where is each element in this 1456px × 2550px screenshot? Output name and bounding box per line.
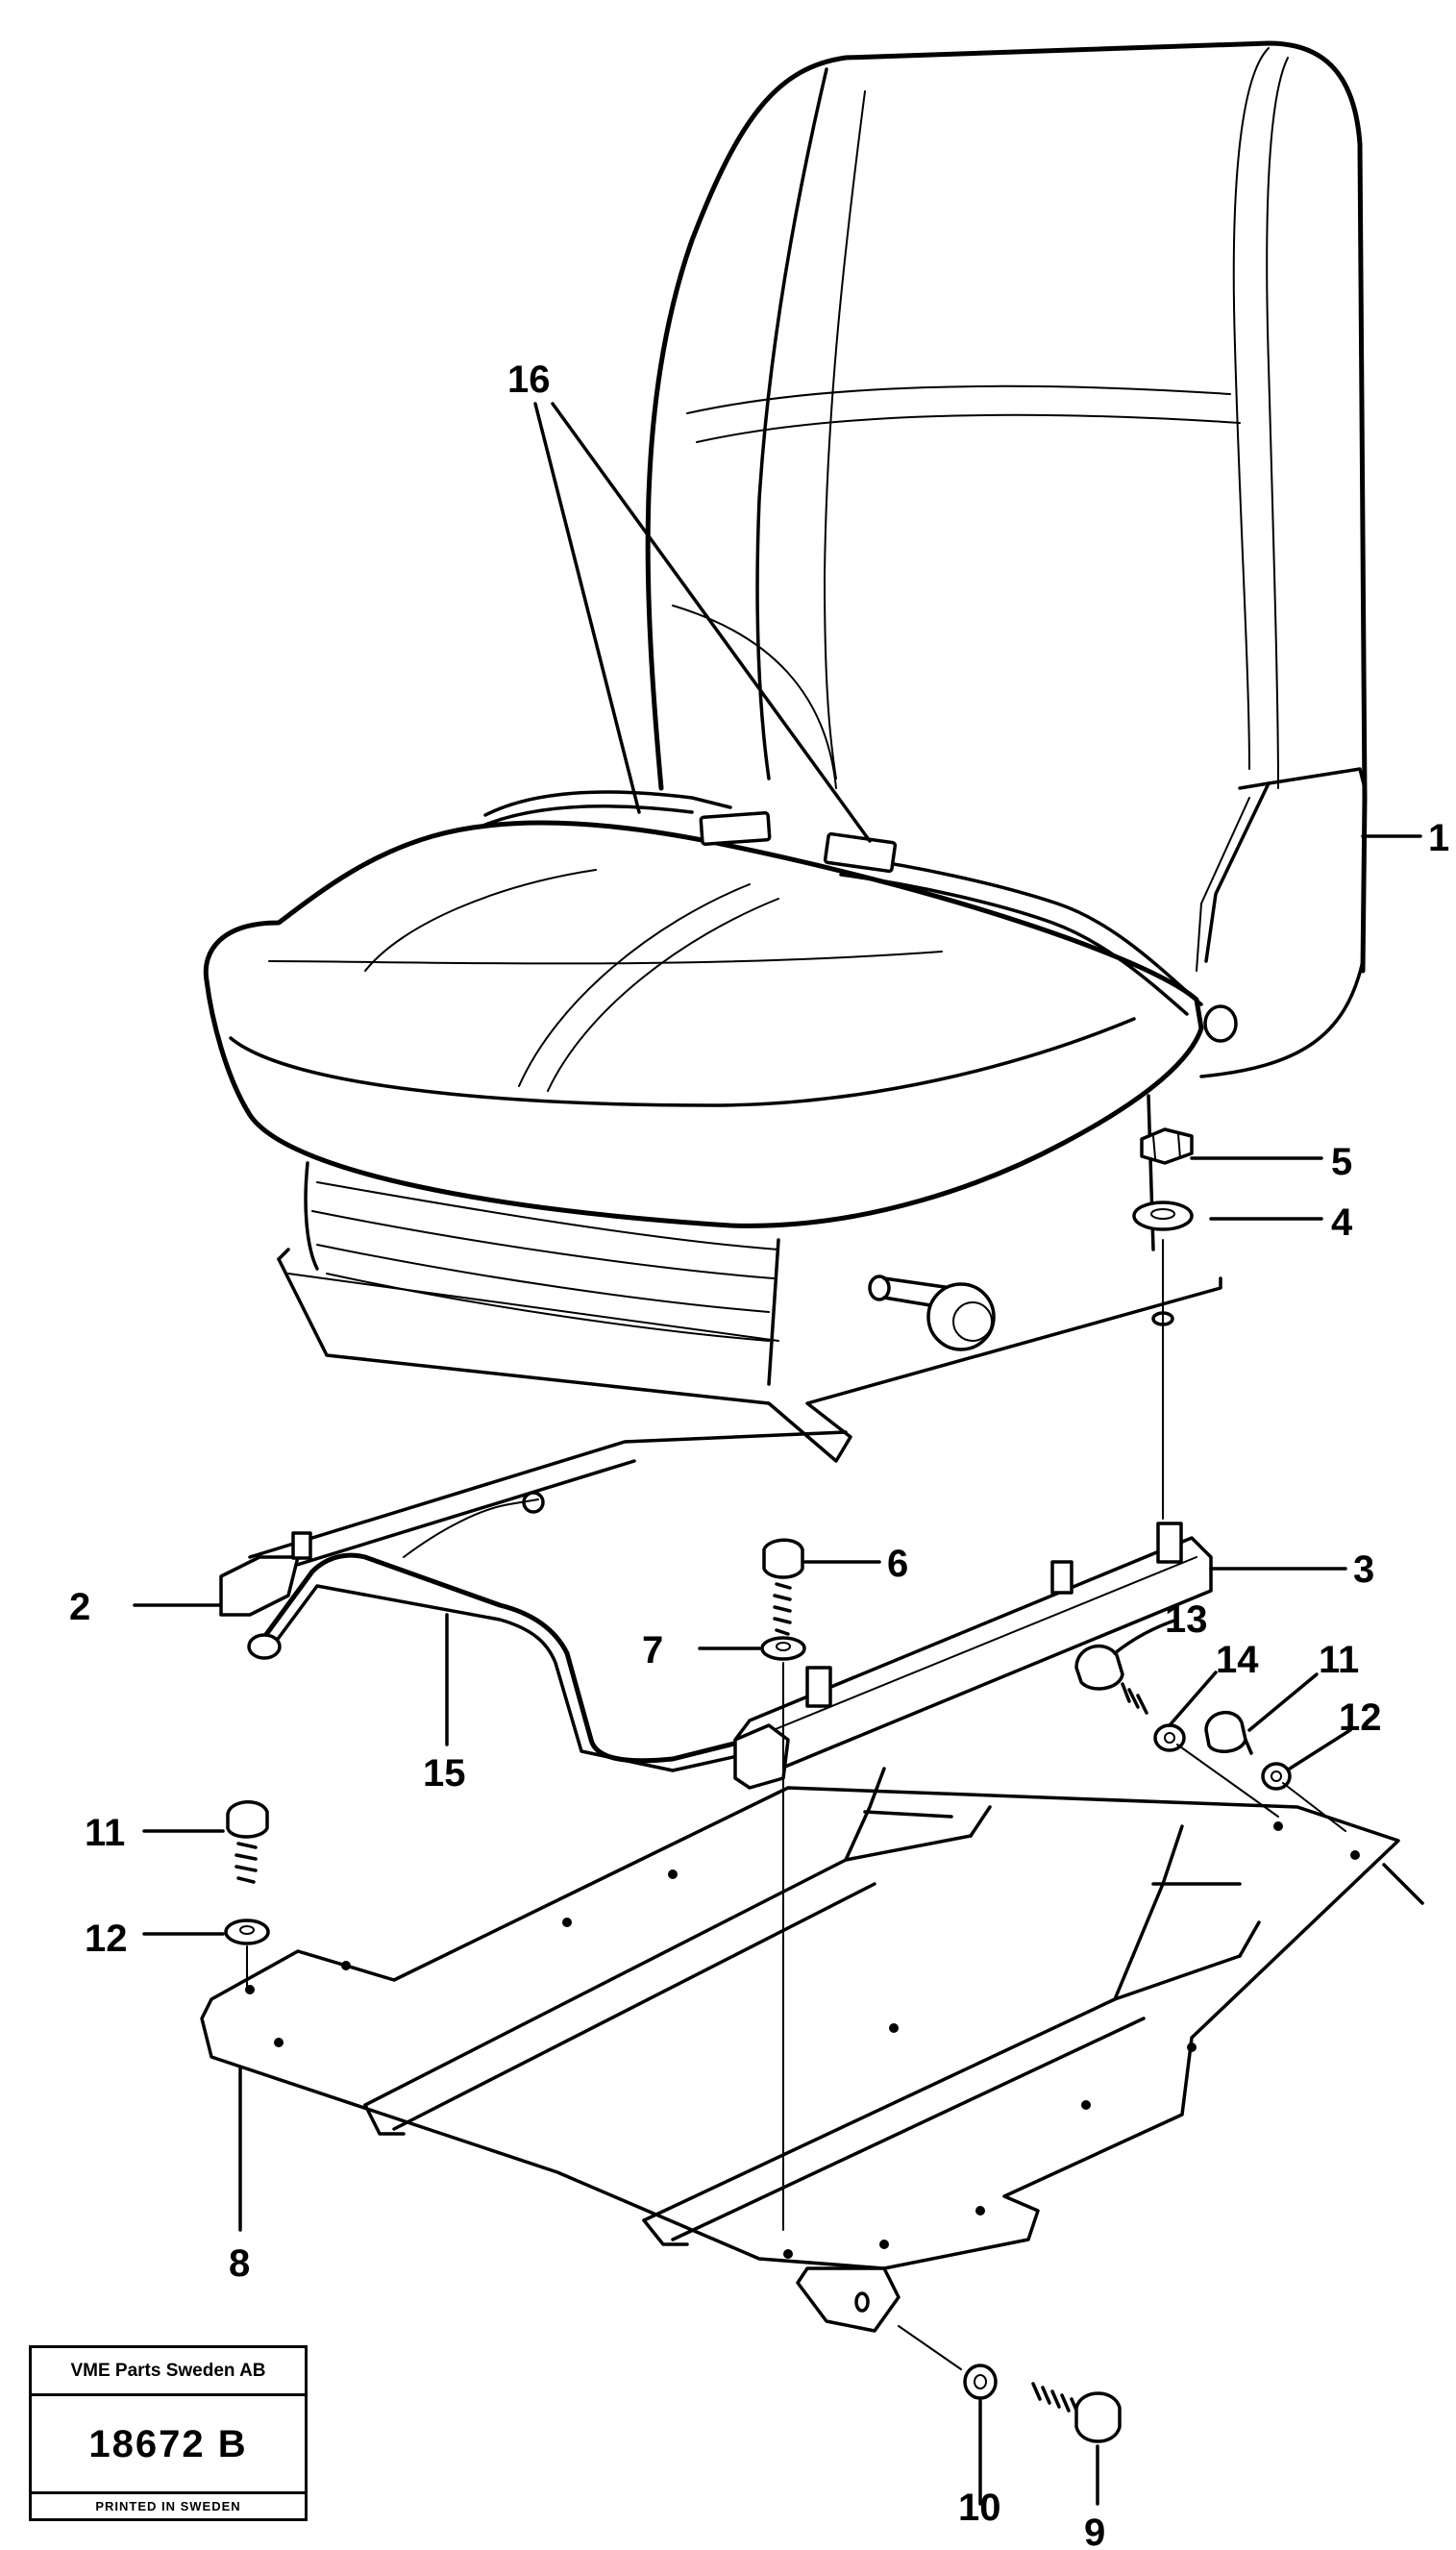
bolt	[1204, 1711, 1253, 1755]
callout-1: 1	[1428, 817, 1449, 859]
seat-cushion	[203, 820, 1204, 1228]
washer	[963, 2364, 998, 2400]
leader-lines	[133, 402, 1422, 2506]
washer	[224, 1919, 270, 1945]
seat-mounting-plate	[200, 1767, 1424, 2333]
callout-11-left: 11	[85, 1812, 125, 1854]
washer	[760, 1636, 806, 1661]
callout-12-left: 12	[85, 1918, 128, 1960]
callout-16: 16	[507, 359, 551, 401]
callout-8: 8	[229, 2242, 250, 2285]
company-name: VME Parts Sweden AB	[32, 2348, 305, 2396]
callout-2: 2	[69, 1586, 90, 1628]
seat-belt	[479, 790, 1203, 1016]
printed-notice: PRINTED IN SWEDEN	[32, 2491, 305, 2518]
slide-rail-right	[733, 1522, 1213, 1790]
title-block: VME Parts Sweden AB 18672 B PRINTED IN S…	[29, 2345, 308, 2521]
bolt-alignment-line	[1176, 1744, 1279, 1818]
callout-14: 14	[1216, 1639, 1259, 1681]
seat-backrest	[645, 40, 1368, 974]
drawing-number: 18672 B	[88, 2423, 248, 2465]
slide-rail-left	[219, 1430, 848, 1617]
callout-7: 7	[642, 1629, 663, 1671]
seat-base-pan	[277, 1248, 1222, 1463]
callout-9: 9	[1084, 2512, 1105, 2550]
bolt	[762, 1538, 804, 1636]
bolt-alignment-line	[898, 2325, 962, 2370]
seat-side-support	[1196, 767, 1367, 1078]
adjustment-bar	[247, 1491, 761, 1772]
bolt	[226, 1800, 269, 1884]
callout-numbers: 1 2 3 4 5 6 7 8 9 10 11 11 12 12 13 14 1…	[69, 359, 1449, 2550]
callout-5: 5	[1331, 1141, 1352, 1183]
callout-6: 6	[887, 1543, 908, 1585]
bolt	[1031, 2382, 1122, 2443]
callout-13: 13	[1165, 1598, 1208, 1641]
callout-10: 10	[958, 2487, 1001, 2529]
nut	[1140, 1127, 1194, 1165]
bolt	[1074, 1644, 1148, 1715]
callout-11-right: 11	[1319, 1639, 1359, 1681]
adjust-knob	[868, 1275, 996, 1351]
callout-12-right: 12	[1339, 1696, 1382, 1739]
callout-15: 15	[423, 1752, 466, 1795]
washer	[1132, 1201, 1194, 1231]
callout-4: 4	[1331, 1201, 1353, 1244]
bolt-alignment-line	[1282, 1782, 1346, 1832]
callout-3: 3	[1353, 1548, 1374, 1591]
